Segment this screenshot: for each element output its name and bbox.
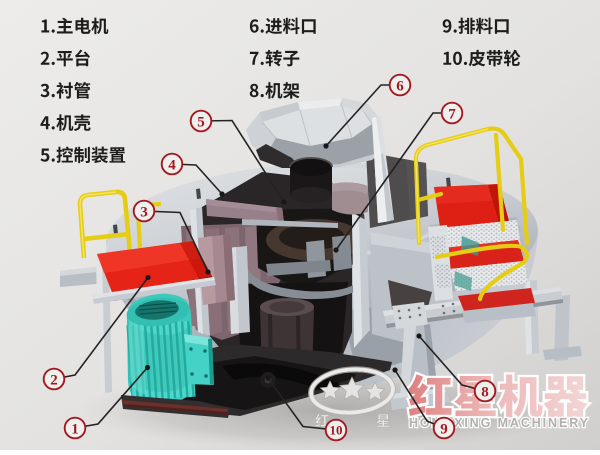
svg-text:10: 10 bbox=[330, 423, 343, 438]
svg-text:6: 6 bbox=[396, 78, 404, 94]
svg-text:5: 5 bbox=[197, 114, 205, 130]
svg-text:2: 2 bbox=[50, 372, 58, 388]
svg-text:8: 8 bbox=[481, 384, 489, 400]
svg-text:7: 7 bbox=[448, 106, 456, 122]
svg-text:9: 9 bbox=[440, 421, 448, 437]
svg-text:®: ® bbox=[396, 368, 402, 376]
svg-text:3: 3 bbox=[140, 204, 148, 220]
svg-text:4: 4 bbox=[168, 157, 176, 173]
svg-text:1: 1 bbox=[71, 421, 79, 437]
